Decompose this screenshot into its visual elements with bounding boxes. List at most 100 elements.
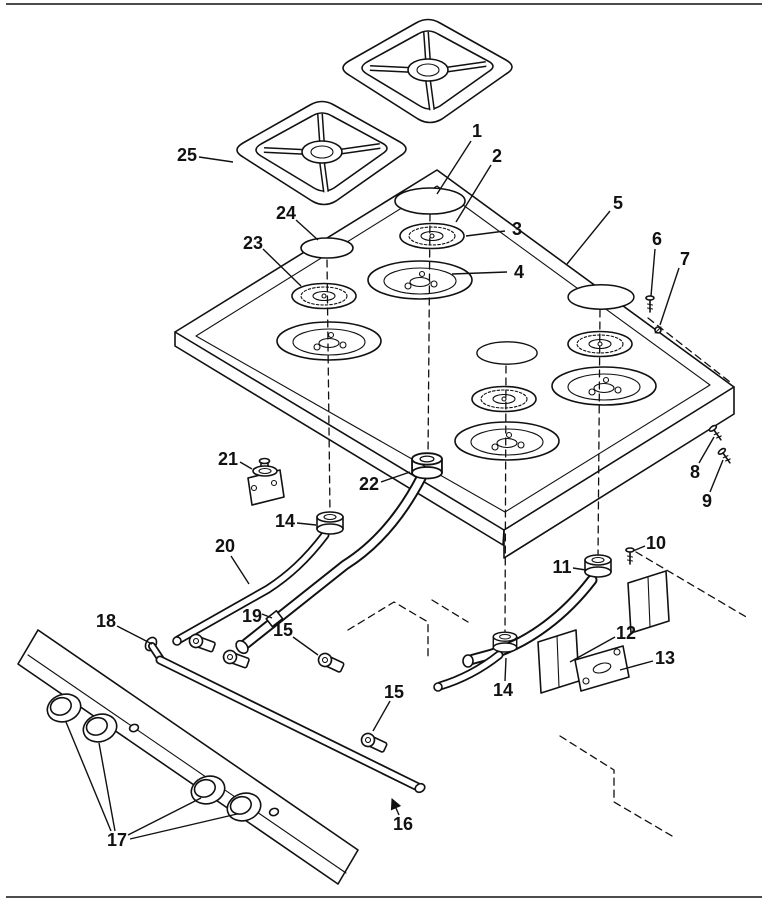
callout-14: 14 [493, 680, 513, 700]
callout-14: 14 [275, 511, 295, 531]
callout-22: 22 [359, 474, 379, 494]
callout-leader-17 [65, 721, 112, 832]
callout-leader-14 [504, 657, 507, 682]
callout-leader-6 [650, 248, 656, 297]
burner-head [399, 222, 465, 250]
callout-leader-14 [296, 522, 317, 526]
callout-leader-7 [659, 267, 680, 326]
burner-cap [394, 187, 466, 215]
callout-4: 4 [514, 262, 524, 282]
hidden-body-outlines [347, 551, 749, 837]
callout-leader-24 [295, 219, 319, 241]
callout-17: 17 [107, 830, 127, 850]
mounting-bracket-right [627, 570, 670, 634]
tube-end [172, 636, 182, 646]
callout-leader-9 [709, 459, 724, 493]
callout-8: 8 [690, 462, 700, 482]
callout-leader-17 [129, 813, 238, 840]
orifice-holder-11 [584, 554, 612, 578]
manifold-end [414, 782, 426, 794]
callout-leader-4 [451, 271, 508, 275]
callout-leader-23 [262, 248, 302, 287]
callout-3: 3 [512, 219, 522, 239]
callout-leader-25 [198, 156, 234, 163]
callout-20: 20 [215, 536, 235, 556]
orifice-holder-14-left [316, 511, 344, 535]
callout-15: 15 [384, 682, 404, 702]
screw-8 [707, 423, 725, 443]
callout-13: 13 [655, 648, 675, 668]
callout-15: 15 [273, 620, 293, 640]
callout-23: 23 [243, 233, 263, 253]
burner-bowl [551, 366, 657, 406]
tube-coupling-19 [265, 609, 284, 628]
burner-ring [300, 237, 354, 259]
callout-leader-11 [572, 567, 587, 571]
callout-leader-18 [116, 625, 153, 645]
callout-leader-19 [261, 613, 273, 619]
callout-leader-5 [566, 210, 611, 265]
callout-leader-8 [698, 436, 715, 464]
callout-leader-22 [380, 471, 411, 483]
burner-bowl [367, 260, 473, 300]
callout-21: 21 [218, 449, 238, 469]
callout-leader-1 [436, 140, 472, 195]
callout-leader-20 [230, 555, 250, 585]
bracket-plate-13 [574, 645, 630, 692]
control-panel [17, 629, 359, 885]
venturi-tube-left [172, 530, 330, 646]
cooktop-inner-rim [195, 185, 711, 513]
regulator-valve [247, 457, 285, 506]
callout-leader-2 [455, 164, 492, 223]
panel-hole [268, 807, 280, 817]
tube-end [235, 639, 249, 655]
venturi-tube-rear-center [235, 472, 427, 655]
panel-hole [128, 723, 140, 733]
burner-head [291, 282, 357, 310]
screw-6 [645, 295, 655, 313]
callout-leader-21 [239, 461, 253, 470]
callout-leader-15 [372, 700, 391, 732]
mounting-bracket-12 [537, 629, 580, 694]
callout-19: 19 [242, 606, 262, 626]
callout-leader-16 [390, 797, 402, 816]
callout-9: 9 [702, 491, 712, 511]
burner-valve [186, 631, 217, 655]
tube-end [433, 682, 443, 692]
callout-11: 11 [552, 557, 571, 577]
burner-cap [476, 341, 538, 365]
cooktop-main-top [174, 169, 735, 559]
callout-leader-3 [465, 230, 506, 237]
callout-1: 1 [472, 121, 482, 141]
callout-25: 25 [177, 145, 197, 165]
cooktop-front-skirt [503, 386, 735, 559]
callout-leader-17 [98, 742, 116, 832]
callout-leader-10 [632, 545, 646, 552]
burner-valve-15 [358, 730, 389, 755]
callout-7: 7 [680, 249, 690, 269]
callout-leader-15 [292, 636, 319, 656]
callout-leader-17 [127, 797, 202, 836]
burner-valve-15 [315, 650, 346, 675]
hidden-edge-line [647, 317, 731, 383]
burner-head [471, 385, 537, 413]
callout-leader-12 [569, 636, 616, 663]
burner-grate-left [237, 102, 406, 205]
callout-6: 6 [652, 229, 662, 249]
burner-grate-right [343, 20, 512, 123]
fastener-7 [654, 326, 662, 334]
assembly-center-lines [326, 213, 601, 635]
callout-24: 24 [276, 203, 296, 223]
callout-2: 2 [492, 146, 502, 166]
callout-12: 12 [616, 623, 636, 643]
burner-left [276, 237, 382, 361]
callout-leader-13 [619, 660, 654, 671]
burner-cap [567, 284, 635, 310]
tube-end [462, 654, 474, 668]
screw-9 [716, 446, 734, 466]
burner-bowl [276, 321, 382, 361]
callout-16: 16 [393, 814, 413, 834]
